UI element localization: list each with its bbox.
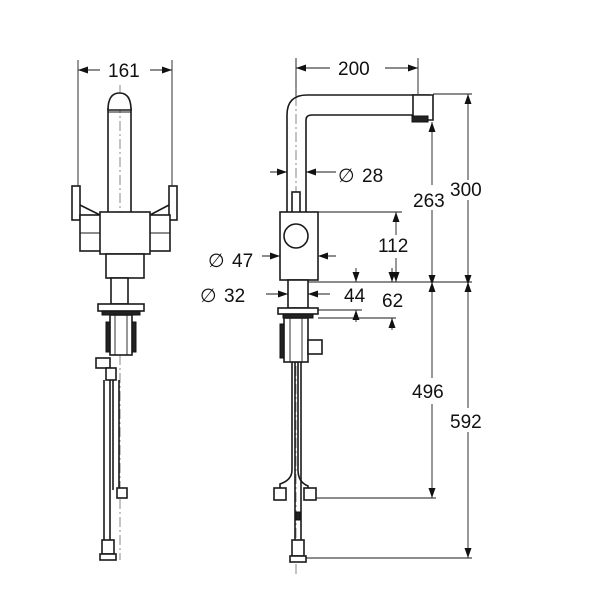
body-diameter-symbol: ∅ [208, 251, 225, 272]
base-diameter-symbol: ∅ [200, 286, 217, 307]
handle-height-label: 263 [413, 191, 445, 212]
hose-length-label: 496 [412, 382, 444, 403]
total-height-label: 300 [450, 180, 482, 201]
width-dimension-label: 161 [108, 61, 140, 82]
deck-to-body-label: 44 [344, 286, 366, 307]
front-view: 161 [71, 60, 178, 561]
side-view: 200 ∅ 28 300 263 112 [200, 58, 482, 575]
spout-diameter-symbol: ∅ [338, 166, 355, 187]
mount-depth-label: 62 [382, 291, 403, 312]
reach-dimension-label: 200 [338, 59, 370, 80]
spout-diameter-label: 28 [362, 166, 383, 187]
base-diameter-label: 32 [224, 286, 245, 307]
body-diameter-label: 47 [232, 251, 253, 272]
overall-hose-label: 592 [450, 412, 482, 433]
handle-offset-label: 112 [378, 236, 408, 257]
